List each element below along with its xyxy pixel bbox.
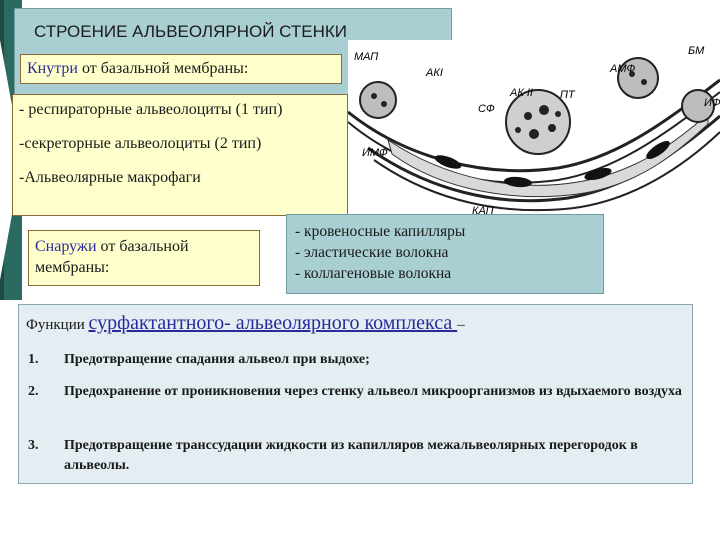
outside-keyword: Снаружи [35,238,97,255]
functions-panel [18,304,693,484]
inside-keyword: Кнутри [27,60,78,77]
label-ak2: АК II [509,87,533,99]
outside-heading-text: от базальной мембраны: [35,238,189,276]
label-kap: КАП [472,205,494,216]
outside-list-box: - кровеносные капилляры - эластические в… [286,214,604,294]
slide-title: СТРОЕНИЕ АЛЬВЕОЛЯРНОЙ СТЕНКИ [34,22,347,41]
functions-heading: Функции сурфактантного- альвеолярного ко… [26,312,686,335]
inside-item: - респираторные альвеолоциты (1 тип) [19,101,283,118]
functions-highlight: сурфактантного- альвеолярного комплекса [88,312,458,334]
function-number: 1. [28,352,39,367]
label-bm: БМ [688,45,705,57]
label-imf: ИМФ [362,147,388,159]
inside-list-box: - респираторные альвеолоциты (1 тип) -се… [12,94,348,216]
functions-prefix: Функции [26,317,89,333]
outside-item: - кровеносные капилляры [295,223,466,240]
label-sf: СФ [478,103,495,115]
alveolar-wall-diagram: МАП АКI БМ АМФ ИФ АК II ПТ СФ ИМФ КАП [348,40,720,216]
outside-item: - коллагеновые волокна [295,265,452,282]
functions-suffix: – [457,317,465,333]
function-text: Предотвращение транссудации жидкости из … [64,438,638,473]
inside-item: -Альвеолярные макрофаги [19,169,201,186]
label-map: МАП [354,51,378,63]
function-number: 2. [28,384,39,399]
function-number: 3. [28,438,39,453]
outside-item: - эластические волокна [295,244,449,261]
outside-heading-box: Снаружи от базальной мембраны: [28,230,260,286]
label-if: ИФ [704,97,720,109]
inside-heading-text: от базальной мембраны: [77,60,249,77]
label-ak1: АКI [425,67,443,79]
label-pt: ПТ [560,89,576,101]
function-text: Предотвращение спадания альвеол при выдо… [64,352,370,367]
inside-item: -секреторные альвеолоциты (2 тип) [19,135,262,152]
function-text: Предохранение от проникновения через сте… [64,384,682,399]
label-amf: АМФ [609,63,636,75]
inside-heading-box: Кнутри от базальной мембраны: [20,54,342,84]
